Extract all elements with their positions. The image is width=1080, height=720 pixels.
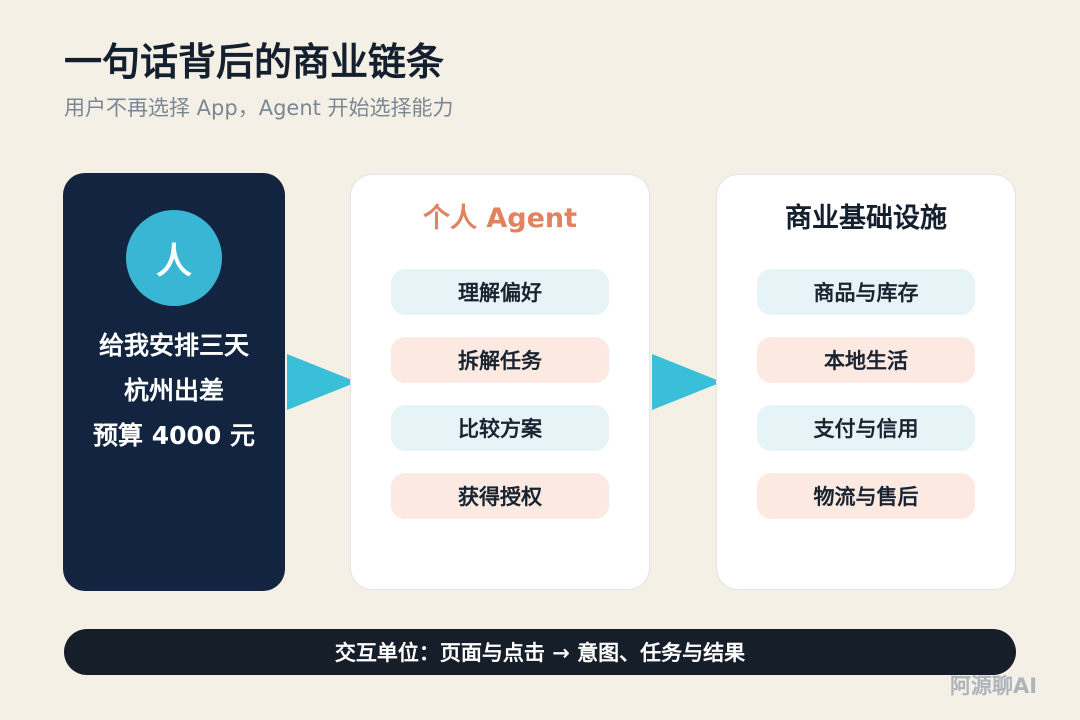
- infrastructure-pill: 商品与库存: [757, 269, 975, 315]
- agent-step-pill: 拆解任务: [391, 337, 609, 383]
- interaction-summary-bar: 交互单位：页面与点击 → 意图、任务与结果: [64, 629, 1016, 675]
- arrow-right-icon: [287, 354, 357, 410]
- infrastructure-panel-title: 商业基础设施: [785, 203, 947, 234]
- agent-step-pill: 理解偏好: [391, 269, 609, 315]
- infrastructure-panel: 商业基础设施 商品与库存 本地生活 支付与信用 物流与售后: [716, 174, 1016, 590]
- person-card: 人 给我安排三天 杭州出差 预算 4000 元: [63, 173, 285, 591]
- infrastructure-pill: 本地生活: [757, 337, 975, 383]
- person-avatar: 人: [126, 210, 222, 306]
- page-subtitle: 用户不再选择 App，Agent 开始选择能力: [64, 96, 454, 120]
- request-line-1: 给我安排三天: [98, 331, 249, 360]
- infrastructure-pill: 支付与信用: [757, 405, 975, 451]
- agent-step-pill: 比较方案: [391, 405, 609, 451]
- infrastructure-pill: 物流与售后: [757, 473, 975, 519]
- author-watermark: 阿源聊AI: [950, 674, 1038, 698]
- page-title: 一句话背后的商业链条: [64, 40, 445, 84]
- agent-panel-title: 个人 Agent: [422, 203, 578, 234]
- user-request: 给我安排三天 杭州出差 预算 4000 元: [63, 323, 285, 458]
- request-line-2: 杭州出差: [123, 376, 224, 405]
- agent-step-pill: 获得授权: [391, 473, 609, 519]
- agent-panel: 个人 Agent 理解偏好 拆解任务 比较方案 获得授权: [350, 174, 650, 590]
- request-line-3: 预算 4000 元: [93, 421, 255, 450]
- arrow-right-icon: [652, 354, 722, 410]
